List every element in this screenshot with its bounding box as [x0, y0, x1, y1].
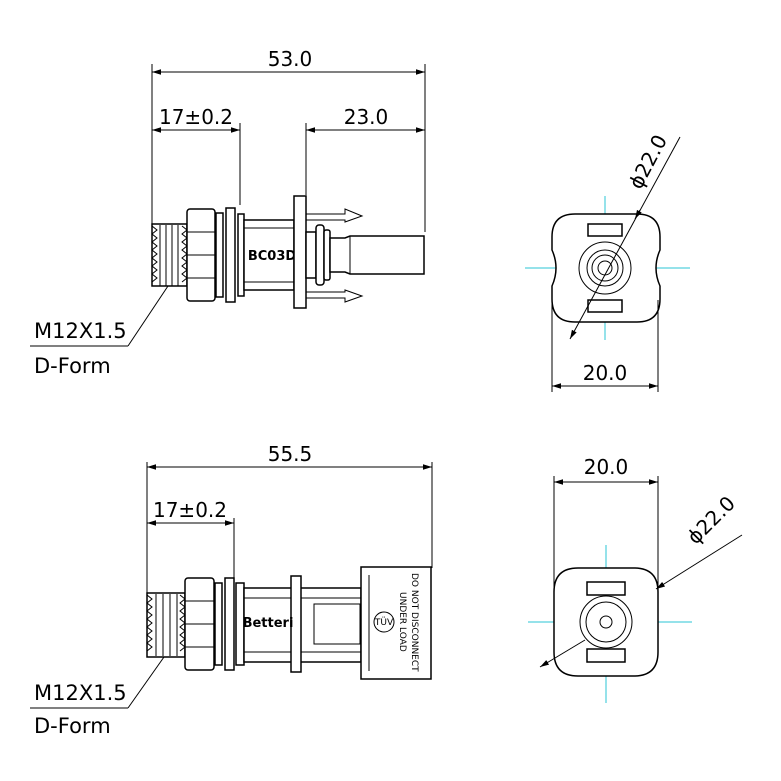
dimension-overall-length: 55.5	[147, 442, 432, 470]
thread-section	[146, 592, 186, 658]
o-ring-section	[305, 224, 331, 286]
dimension-pin-length: 23.0	[306, 105, 425, 133]
form-label: D-Form	[34, 714, 111, 738]
dimension-thread-length: 17±0.2	[147, 498, 234, 526]
body-rib	[290, 575, 302, 673]
thread-spec-label: M12X1.5	[34, 319, 127, 343]
top-end-view: ϕ22.0 20.0	[525, 131, 690, 392]
latch-flange	[293, 195, 307, 309]
top-key-slot	[586, 581, 626, 596]
dimension-overall-label: 55.5	[268, 442, 313, 466]
end-housing-outline	[553, 567, 659, 677]
bottom-key-slot	[586, 648, 626, 663]
seal-ring	[215, 212, 224, 298]
hex-nut	[186, 208, 216, 302]
width-label: 20.0	[583, 361, 628, 385]
latch-arms	[306, 208, 364, 303]
bottom-key-slot	[587, 299, 623, 313]
connector-body: Betteri	[243, 575, 362, 673]
contact-pin	[329, 235, 425, 275]
warning-line-1: DO NOT DISCONNECT	[409, 573, 419, 672]
gasket	[237, 213, 245, 297]
bottom-side-view: 55.5 17±0.2	[30, 442, 433, 738]
form-label: D-Form	[34, 354, 111, 378]
hex-nut	[184, 577, 215, 671]
width-label: 20.0	[584, 455, 629, 479]
connector-body: BC03D	[243, 219, 297, 291]
flange-washer	[224, 577, 235, 671]
bottom-end-view: 20.0 ϕ22.0	[528, 455, 743, 703]
thread-spec-label: M12X1.5	[34, 681, 127, 705]
dimension-overall-label: 53.0	[268, 47, 313, 71]
dimension-thread-label: 17±0.2	[153, 498, 227, 522]
thread-callout: M12X1.5 D-Form	[30, 656, 165, 738]
end-housing-outline	[551, 213, 661, 323]
seal-ring	[214, 582, 223, 666]
dimension-thread-length: 17±0.2	[152, 105, 240, 133]
certification-text: TÜV	[374, 617, 394, 628]
diameter-label: ϕ22.0	[682, 491, 740, 549]
warning-line-2: UNDER LOAD	[397, 592, 407, 652]
dimension-thread-label: 17±0.2	[159, 105, 233, 129]
dimension-pin-label: 23.0	[344, 105, 389, 129]
model-mark: BC03D	[248, 249, 297, 264]
dimension-width: 20.0	[551, 300, 659, 392]
thread-callout: M12X1.5 D-Form	[30, 285, 169, 378]
end-cap: TÜV DO NOT DISCONNECT UNDER LOAD	[360, 566, 432, 680]
pin-hole	[599, 615, 613, 629]
top-key-slot	[587, 223, 623, 237]
top-side-view: 53.0 17±0.2 23.0	[30, 47, 426, 378]
thread-section	[151, 223, 188, 287]
certification-mark	[373, 611, 395, 633]
dimension-overall-length: 53.0	[152, 47, 425, 75]
flange-washer	[225, 207, 236, 303]
brand-mark: Betteri	[243, 616, 294, 631]
dimension-width: 20.0	[553, 455, 659, 600]
diameter-label: ϕ22.0	[624, 131, 672, 193]
